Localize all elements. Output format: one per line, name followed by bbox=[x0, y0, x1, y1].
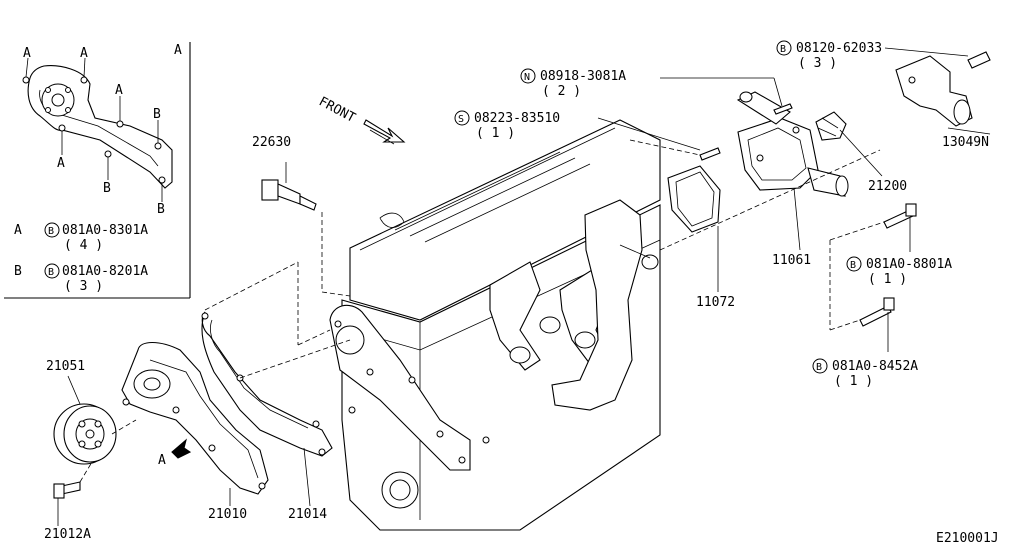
temperature-sensor-22630 bbox=[261, 162, 317, 211]
label-22630: 22630 bbox=[252, 135, 291, 150]
bolt-symbol-icon: B bbox=[48, 226, 54, 237]
pulley-21051 bbox=[53, 403, 117, 465]
inset-corner-label: A bbox=[174, 43, 182, 58]
stud-symbol-icon: S bbox=[458, 114, 464, 125]
inset-marker-b-1: B bbox=[153, 107, 161, 122]
bolt-symbol-icon: B bbox=[816, 362, 822, 373]
label-08223-83510: 08223-83510 bbox=[474, 111, 560, 126]
label-08120-62033: 08120-62033 bbox=[796, 41, 882, 56]
inset-marker-a-2: A bbox=[80, 46, 88, 61]
front-arrow-icon bbox=[363, 119, 406, 143]
label-11072: 11072 bbox=[696, 295, 735, 310]
label-11061: 11061 bbox=[772, 253, 811, 268]
inset-marker-a-3: A bbox=[115, 83, 123, 98]
bolt-21012A bbox=[61, 481, 81, 495]
inset-legend-b-qty: ( 3 ) bbox=[64, 279, 103, 294]
inset-panel: A A A A A B B B A bbox=[4, 42, 191, 299]
bolt-symbol-icon: B bbox=[850, 260, 856, 271]
gasket-21014 bbox=[201, 311, 333, 457]
diagram-code: E210001J bbox=[936, 531, 999, 545]
inset-marker-a-4: A bbox=[57, 156, 65, 171]
inset-marker-b-2: B bbox=[103, 181, 111, 196]
label-081A0-8452A-qty: ( 1 ) bbox=[834, 374, 873, 389]
label-08918-3081A: 08918-3081A bbox=[540, 69, 626, 84]
inset-water-pump-outline bbox=[27, 65, 173, 189]
label-08120-qty: ( 3 ) bbox=[798, 56, 837, 71]
label-081A0-8801A: 081A0-8801A bbox=[866, 257, 952, 272]
water-pump-21010 bbox=[121, 341, 269, 495]
label-21200: 21200 bbox=[868, 179, 907, 194]
label-08223-qty: ( 1 ) bbox=[476, 126, 515, 141]
front-direction-indicator: FRONT bbox=[316, 94, 406, 145]
label-view-a: A bbox=[158, 453, 166, 468]
bolt-symbol-icon: B bbox=[780, 44, 786, 55]
label-081A0-8801A-qty: ( 1 ) bbox=[868, 272, 907, 287]
leader-lines bbox=[57, 47, 991, 526]
inset-legend-a-part: 081A0-8301A bbox=[62, 223, 148, 238]
label-13049N: 13049N bbox=[942, 135, 989, 150]
inset-marker-a-1: A bbox=[23, 46, 31, 61]
thermostat-housing-group bbox=[629, 51, 991, 331]
nut-symbol-icon: N bbox=[524, 72, 530, 83]
inset-legend-b-key: B bbox=[14, 264, 22, 279]
inset-legend-a-qty: ( 4 ) bbox=[64, 238, 103, 253]
thermostat-21200 bbox=[815, 111, 847, 141]
gasket-11072 bbox=[667, 165, 721, 233]
label-21012A: 21012A bbox=[44, 527, 91, 542]
water-inlet-13049N bbox=[895, 55, 973, 127]
label-08918-qty: ( 2 ) bbox=[542, 84, 581, 99]
front-label: FRONT bbox=[316, 94, 358, 126]
view-a-arrow-icon bbox=[171, 438, 192, 459]
inset-legend-b-part: 081A0-8201A bbox=[62, 264, 148, 279]
inset-legend-a-key: A bbox=[14, 223, 22, 238]
label-21014: 21014 bbox=[288, 507, 327, 522]
inset-marker-b-3: B bbox=[157, 202, 165, 217]
label-081A0-8452A: 081A0-8452A bbox=[832, 359, 918, 374]
callout-labels: 22630 S 08223-83510 ( 1 ) N 08918-3081A … bbox=[44, 40, 999, 545]
label-21010: 21010 bbox=[208, 507, 247, 522]
water-pump-group bbox=[53, 212, 351, 499]
engine-block bbox=[329, 119, 661, 531]
label-21051: 21051 bbox=[46, 359, 85, 374]
bolt-symbol-icon: B bbox=[48, 267, 54, 278]
